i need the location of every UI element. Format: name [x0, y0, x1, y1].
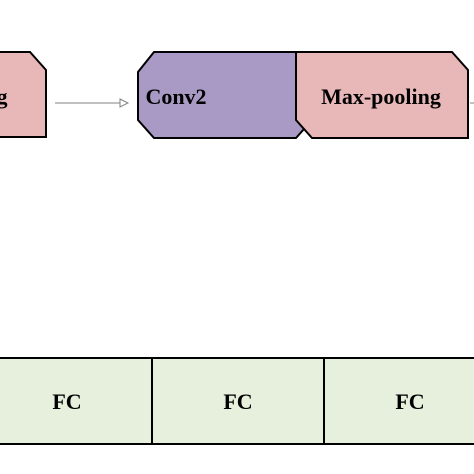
connector-arrow-head [119, 98, 130, 108]
left-pooling-block [0, 51, 47, 138]
maxpool-block [295, 51, 469, 139]
fc-label-3: FC [395, 389, 424, 414]
fc-block-3 [323, 357, 474, 445]
conv2-label: Conv2 [145, 84, 206, 109]
fc-block-2 [151, 357, 325, 445]
maxpool-label: Max-pooling [321, 84, 441, 109]
left-pooling-label: g [0, 84, 8, 109]
fc-block-1 [0, 357, 153, 445]
fc-label-1: FC [52, 389, 81, 414]
fc-label-2: FC [223, 389, 252, 414]
